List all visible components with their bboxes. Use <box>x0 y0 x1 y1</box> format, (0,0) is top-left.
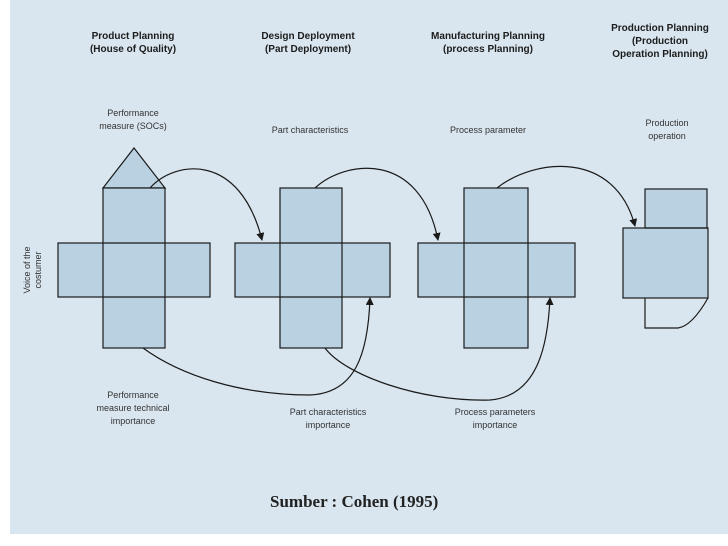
arrow-1-to-2 <box>149 168 265 241</box>
house-of-quality-matrix <box>57 147 211 349</box>
arrow-importance-2-3 <box>324 297 554 401</box>
label-process-importance: Process parameters importance <box>454 407 536 430</box>
label-part-importance: Part characteristics importance <box>289 407 367 430</box>
arrow-importance-1-2 <box>142 297 374 396</box>
phase-title-product-planning: Product Planning (House of Quality) <box>89 31 177 55</box>
matrix-vertical <box>279 187 343 349</box>
label-production-operation: Production operation <box>645 118 689 141</box>
phase-title-production-planning: Production Planning (Production Operatio… <box>611 23 709 60</box>
part-deployment-matrix <box>234 187 391 349</box>
process-planning-matrix <box>417 187 576 349</box>
label-voice-of-customer: Voice of the costumer <box>22 246 43 294</box>
production-planning-matrix <box>622 188 709 329</box>
arrow-3-to-4 <box>496 165 638 227</box>
matrix-vertical <box>463 187 529 349</box>
phase-title-manufacturing-planning: Manufacturing Planning (process Planning… <box>431 31 545 55</box>
label-process-parameter: Process parameter <box>449 125 527 135</box>
source-credit: Sumber : Cohen (1995) <box>270 492 439 511</box>
matrix-vertical <box>102 187 166 349</box>
label-part-characteristics: Part characteristics <box>271 125 349 135</box>
phase-title-design-deployment: Design Deployment (Part Deployment) <box>261 31 355 55</box>
matrix-top <box>644 188 708 230</box>
label-performance-importance: Performance measure technical importance <box>96 390 170 426</box>
matrix-main <box>622 227 709 299</box>
label-performance-measure: Performance measure (SOCs) <box>99 108 167 131</box>
arrow-2-to-3 <box>314 167 441 241</box>
